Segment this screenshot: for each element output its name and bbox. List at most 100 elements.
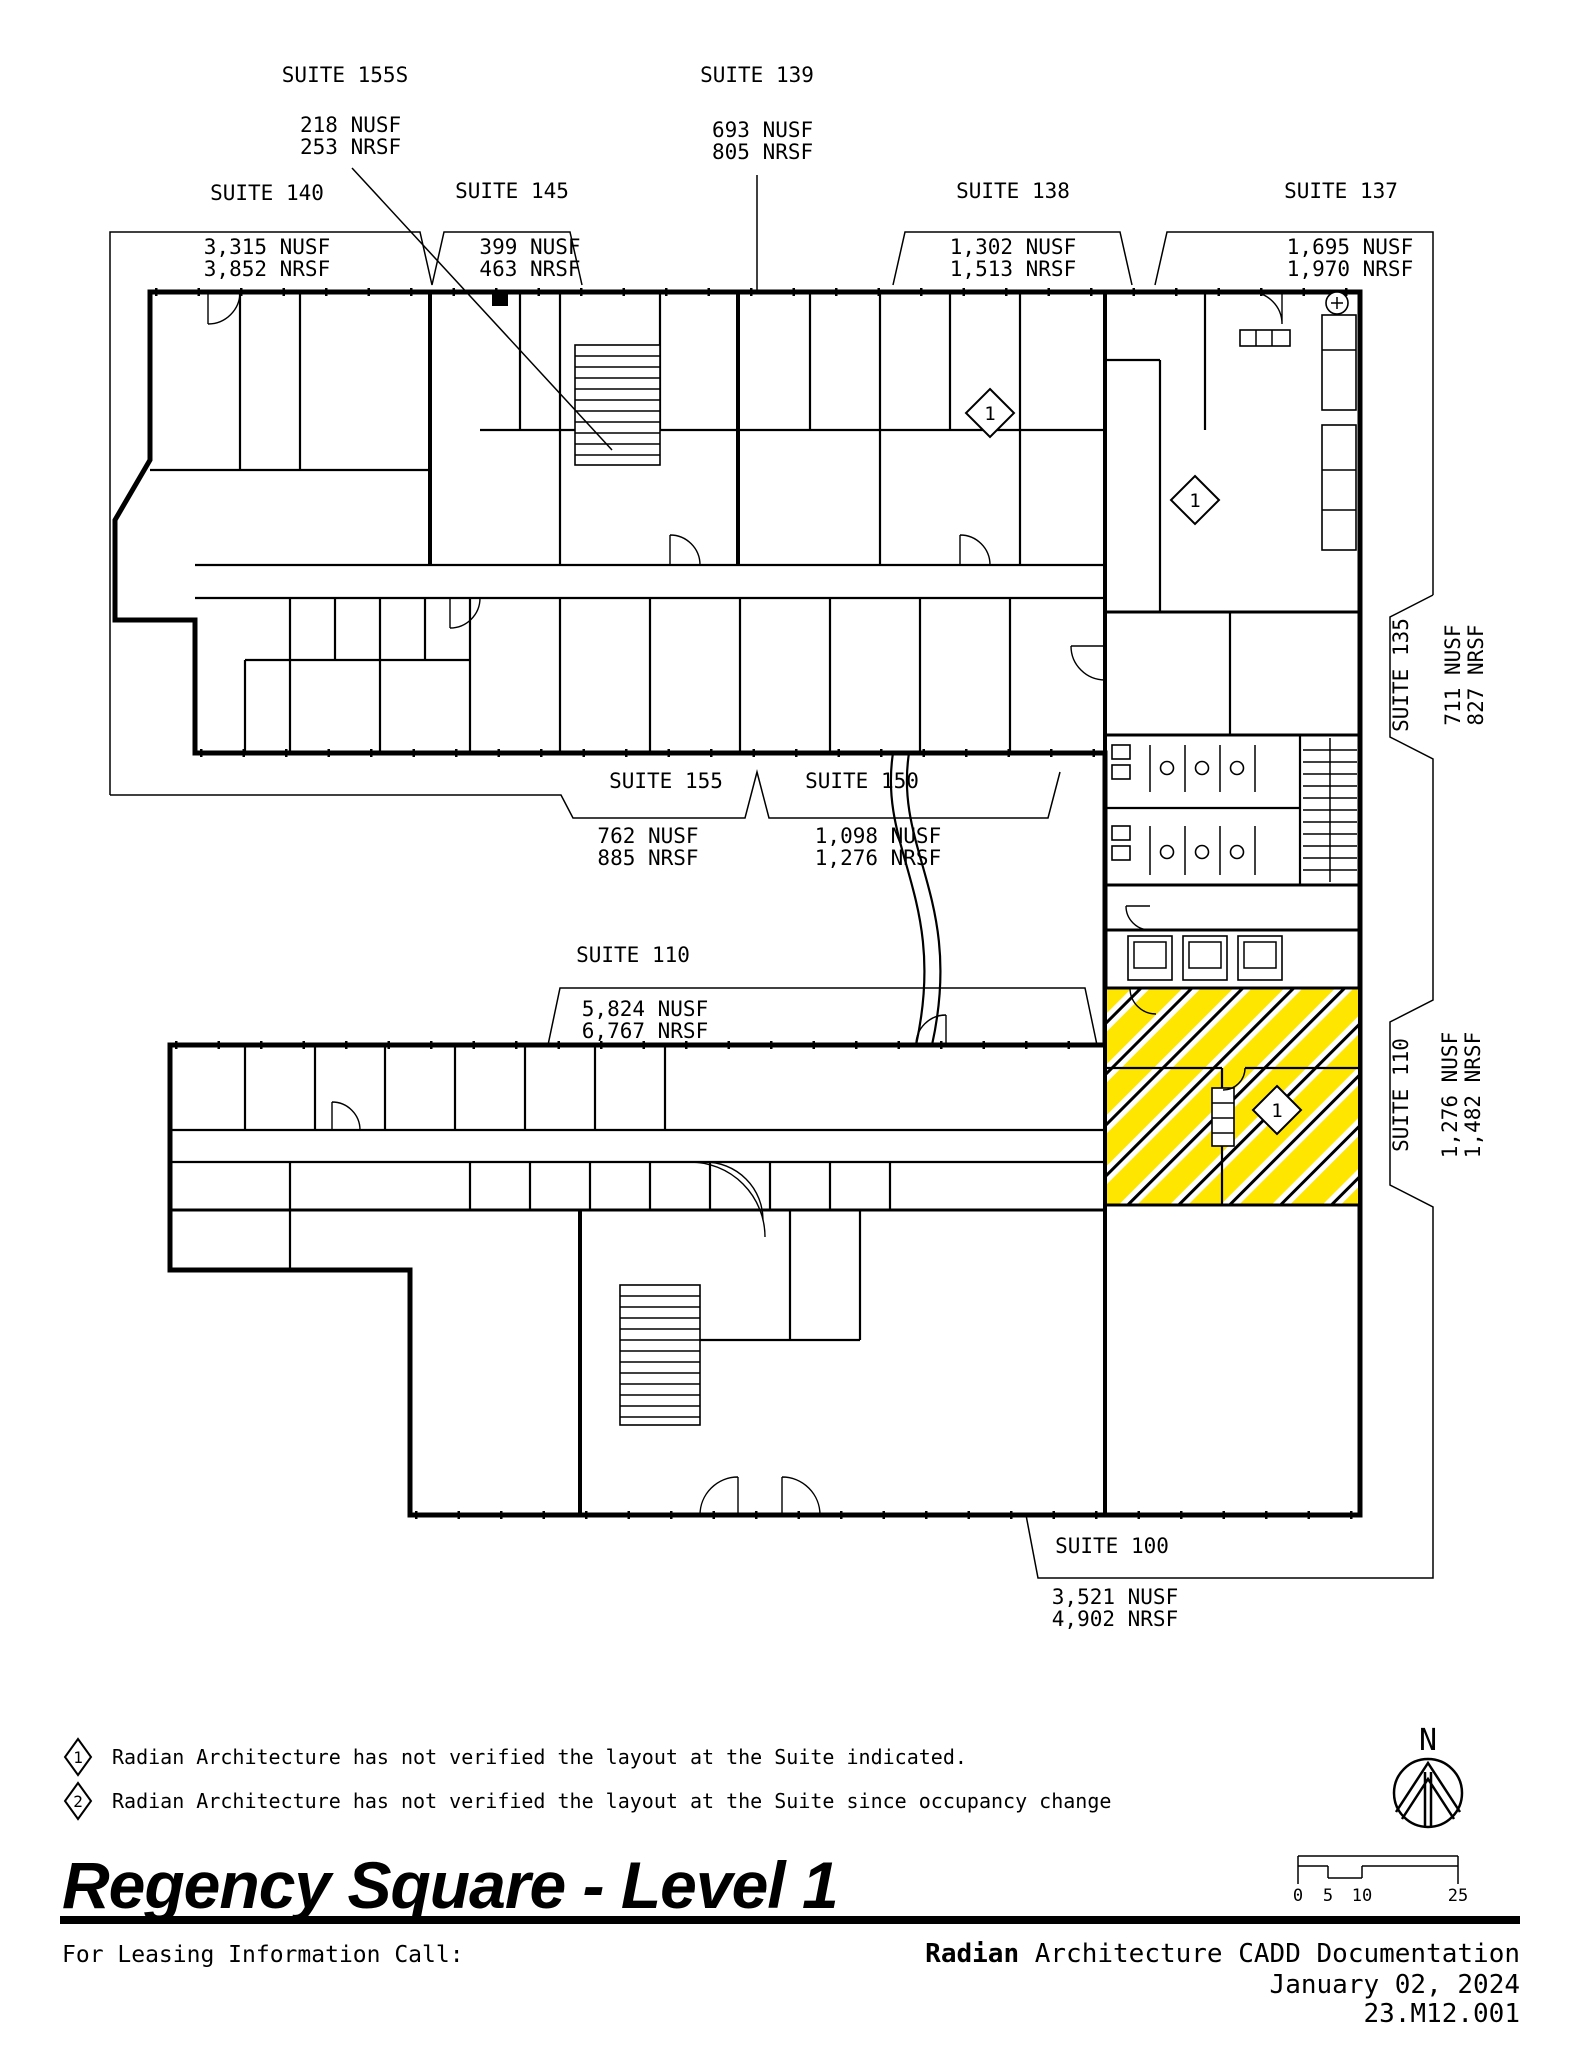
north-label: N [1419,1723,1437,1758]
diamond-marker-icon [1169,474,1221,526]
reception-curve [689,1161,766,1238]
sheet-date: January 02, 2024 [1270,1970,1520,2000]
suite-110-nusf: 5,824 NUSF [582,997,708,1021]
sheet-title: Regency Square - Level 1 [62,1848,838,1922]
shaft [1211,1087,1235,1147]
elevator [1182,935,1228,981]
suite-155s-nusf: 218 NUSF [300,113,401,137]
diamond-marker-icon [1251,1084,1303,1136]
elevator-door [1133,941,1167,969]
title-block: Regency Square - Level 1 For Leasing Inf… [60,1848,1520,2029]
toilet-icon [1229,844,1245,860]
note-2-marker: 2 [63,1781,93,1821]
firm-name: Radian [925,1939,1019,1969]
suite-145-label: SUITE 145 [455,179,569,203]
suite-145-nusf: 399 NUSF [479,235,580,259]
suite-155s-label: SUITE 155S [282,63,408,87]
plan-marker-1a: 1 [964,387,1016,439]
suite-labels: SUITE 155S 218 NUSF 253 NRSF SUITE 139 6… [204,63,1488,1631]
suite-139-label: SUITE 139 [700,63,814,87]
leader-suite-155s [351,167,613,451]
note-1-marker: 1 [63,1737,93,1777]
toilet-icon [1229,760,1245,776]
suite-155-label: SUITE 155 [609,769,723,793]
suite-135-label: SUITE 135 [1389,618,1413,732]
doc-number: 23.M12.001 [1363,1999,1520,2029]
elevator-door [1188,941,1222,969]
suite-135-nrsf: 827 NRSF [1464,624,1488,725]
upper-building-walls [150,292,1105,753]
callout-lines [109,167,1434,1579]
diamond-marker-icon [964,387,1016,439]
suite-140-label: SUITE 140 [210,181,324,205]
suite-100-nusf: 3,521 NUSF [1052,1585,1178,1609]
note-1-text: Radian Architecture has not verified the… [112,1745,967,1769]
title-rule [60,1916,1520,1924]
suite-110r-nusf: 1,276 NUSF [1438,1032,1462,1158]
counter [1321,424,1357,551]
toilet-icon [1159,760,1175,776]
connector-corridor [889,752,942,1046]
diamond-marker-icon [63,1737,93,1777]
suite-138-nrsf: 1,513 NRSF [950,257,1076,281]
marker-number: 1 [73,1748,83,1767]
suite-150-nusf: 1,098 NUSF [815,824,941,848]
toilet-icon [1194,844,1210,860]
diamond-marker-icon [63,1781,93,1821]
marker-number: 1 [984,403,995,425]
firm-suffix: Architecture CADD Documentation [1019,1939,1520,1969]
suite-138-label: SUITE 138 [956,179,1070,203]
toilet-icon [1194,760,1210,776]
legend-notes: 1 Radian Architecture has not verified t… [63,1737,1111,1821]
marker-number: 2 [73,1792,83,1811]
suite-137-nusf: 1,695 NUSF [1287,235,1413,259]
suite-140-nusf: 3,315 NUSF [204,235,330,259]
scale-tick-5: 5 [1323,1886,1333,1906]
elevator-door [1243,941,1277,969]
suite-100-nrsf: 4,902 NRSF [1052,1607,1178,1631]
elevator [1127,935,1173,981]
scale-bar: 0 5 10 25 [1293,1855,1468,1906]
door-swings [207,291,1283,1516]
lower-building-walls [170,1045,1105,1515]
suite-150-nrsf: 1,276 NRSF [815,846,941,870]
suite-110-nrsf: 6,767 NRSF [582,1019,708,1043]
suite-140-nrsf: 3,852 NRSF [204,257,330,281]
sink-icon [1111,845,1131,861]
plan-marker-1c: 1 [1251,1084,1303,1136]
stair-lower [619,1284,701,1426]
suite-139-nrsf: 805 NRSF [712,140,813,164]
suite-138-nusf: 1,302 NUSF [950,235,1076,259]
suite-137-nrsf: 1,970 NRSF [1287,257,1413,281]
suite-155-nrsf: 885 NRSF [597,846,698,870]
right-wing-walls [1103,291,1360,1515]
building: 1 1 1 [109,167,1434,1579]
marker-number: 1 [1189,490,1200,512]
suite-135-nusf: 711 NUSF [1441,624,1465,725]
suite-110-label: SUITE 110 [576,943,690,967]
suite-137-label: SUITE 137 [1284,179,1398,203]
plan-marker-1b: 1 [1169,474,1221,526]
scale-tick-10: 10 [1352,1886,1372,1906]
suite-155-nusf: 762 NUSF [597,824,698,848]
firm-line: Radian Architecture CADD Documentation [925,1939,1520,1969]
toilet-icon [1159,844,1175,860]
counter [1239,329,1291,347]
leasing-info-label: For Leasing Information Call: [62,1942,464,1968]
stair-upper [574,344,661,466]
scale-tick-0: 0 [1293,1886,1303,1906]
note-2-text: Radian Architecture has not verified the… [112,1789,1111,1813]
suite-139-nusf: 693 NUSF [712,118,813,142]
wall-nub [492,292,508,306]
elevator [1237,935,1283,981]
marker-number: 1 [1271,1100,1282,1122]
suite-110r-label: SUITE 110 [1389,1038,1413,1152]
suite-145-nrsf: 463 NRSF [479,257,580,281]
suite-155s-nrsf: 253 NRSF [300,135,401,159]
suite-100-label: SUITE 100 [1055,1534,1169,1558]
scale-tick-25: 25 [1448,1886,1468,1906]
suite-150-label: SUITE 150 [805,769,919,793]
sink-icon [1111,744,1131,760]
